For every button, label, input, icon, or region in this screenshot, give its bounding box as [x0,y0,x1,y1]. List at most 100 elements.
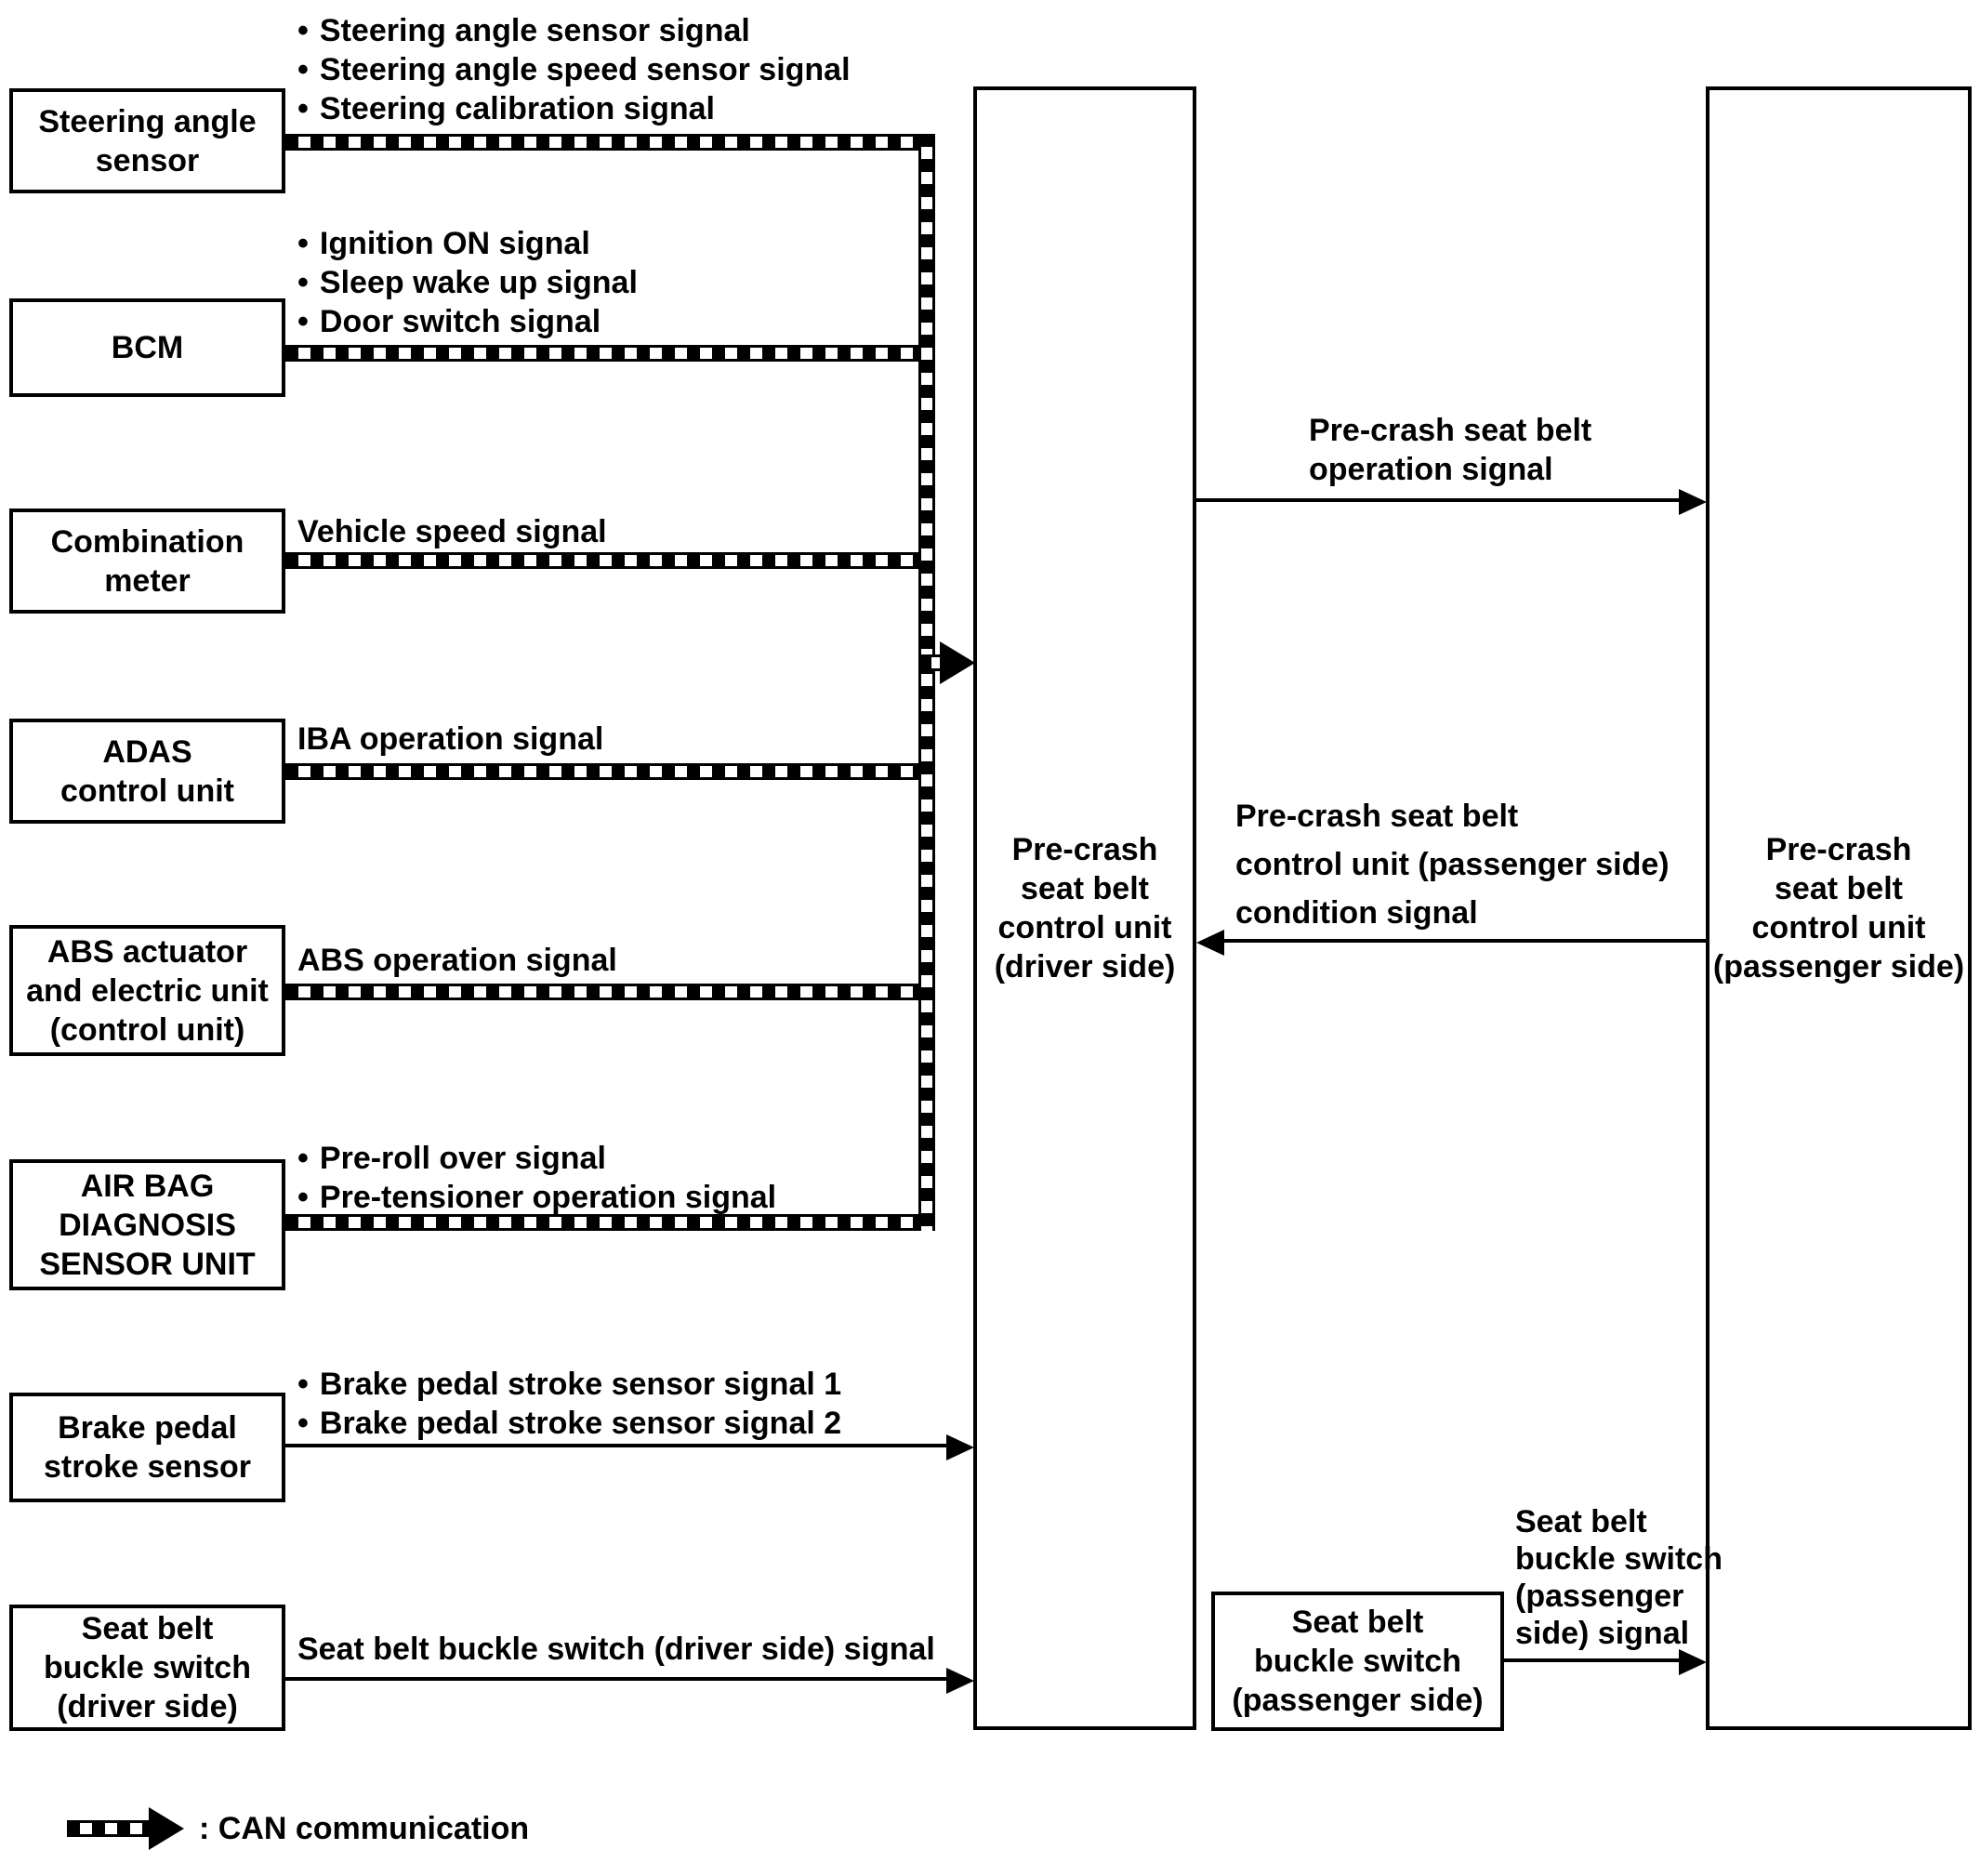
signal-text: side) signal [1515,1616,1690,1651]
bullet-icon: • [297,1141,309,1176]
node-abs-actuator: ABS actuator and electric unit (control … [9,925,285,1056]
node-label: Pre-crash [1765,832,1912,867]
node-seat-belt-buckle-switch-passenger: Seat belt buckle switch (passenger side) [1211,1592,1504,1731]
node-label: control unit [60,773,234,809]
bullet-icon: • [297,265,309,300]
signal-list-airbag: • Pre-roll over signal • Pre-tensioner o… [297,1139,776,1217]
signal-condition: Pre-crash seat belt control unit (passen… [1235,792,1670,937]
signal-text: control unit (passenger side) [1235,847,1670,882]
node-label: (driver side) [57,1689,238,1724]
can-line-airbag [285,1214,935,1231]
signal-item: • Pre-roll over signal [297,1139,776,1178]
signal-text: Door switch signal [319,304,601,339]
bullet-icon: • [297,1180,309,1215]
node-label: buckle switch [1254,1644,1461,1679]
node-label: seat belt [1775,871,1903,906]
signal-text: Steering angle speed sensor signal [319,52,851,87]
signal-item: • Steering calibration signal [297,89,851,128]
bullet-icon: • [297,1406,309,1441]
line-brake-signal [285,1444,949,1447]
signal-list-bcm: • Ignition ON signal • Sleep wake up sig… [297,224,638,341]
signal-list-steering: • Steering angle sensor signal • Steerin… [297,11,851,128]
node-label: Steering angle [38,103,257,139]
signal-text: (passenger [1515,1579,1684,1614]
signal-text: operation signal [1309,452,1553,487]
signal-text: Brake pedal stroke sensor signal 1 [319,1367,842,1402]
node-combination-meter: Combination meter [9,509,285,614]
arrowhead-icon [1679,489,1707,515]
can-line-bcm [285,345,935,362]
signal-item: • Door switch signal [297,302,638,341]
signal-seat-belt-driver: Seat belt buckle switch (driver side) si… [297,1632,935,1667]
node-label: (driver side) [994,949,1176,984]
legend-label: : CAN communication [199,1811,530,1846]
node-label: (passenger side) [1232,1683,1484,1718]
signal-item: • Pre-tensioner operation signal [297,1178,776,1217]
node-label: Pre-crash [1011,832,1158,867]
node-brake-pedal-stroke-sensor: Brake pedal stroke sensor [9,1393,285,1502]
signal-text: Pre-tensioner operation signal [319,1180,777,1215]
line-seat-belt-driver-signal [285,1677,949,1681]
node-label: ABS actuator [46,933,248,970]
node-label: seat belt [1021,871,1149,906]
node-label: stroke sensor [44,1449,251,1485]
line-condition-signal [1221,939,1706,943]
signal-abs: ABS operation signal [297,943,617,978]
legend-can-line-icon [67,1820,151,1837]
node-label: (control unit) [49,1011,245,1048]
node-air-bag-diagnosis-sensor-unit: AIR BAG DIAGNOSIS SENSOR UNIT [9,1159,285,1290]
node-label: control unit [1751,910,1926,945]
node-label: and electric unit [26,972,269,1009]
node-label: (passenger side) [1712,949,1965,984]
arrowhead-icon [946,1434,974,1460]
node-label: AIR BAG [80,1168,215,1204]
bullet-icon: • [297,13,309,48]
node-seat-belt-buckle-switch-driver: Seat belt buckle switch (driver side) [9,1605,285,1731]
signal-item: • Brake pedal stroke sensor signal 2 [297,1404,841,1443]
signal-text: Brake pedal stroke sensor signal 2 [319,1406,842,1441]
node-label: buckle switch [44,1650,251,1685]
arrowhead-icon [1196,930,1224,956]
bullet-icon: • [297,91,309,126]
signal-item: • Steering angle speed sensor signal [297,50,851,89]
bullet-icon: • [297,1367,309,1402]
can-bus-vertical [918,134,935,1231]
node-label: control unit [997,910,1172,945]
legend-can-arrowhead-icon [149,1807,184,1850]
node-label: ADAS [102,733,192,770]
signal-item: • Brake pedal stroke sensor signal 1 [297,1365,841,1404]
signal-text: Pre-roll over signal [319,1141,606,1176]
node-label: meter [104,562,191,599]
arrowhead-icon [946,1668,974,1694]
can-line-vehicle-speed [285,552,935,569]
signal-text: condition signal [1235,895,1478,931]
signal-item: • Steering angle sensor signal [297,11,851,50]
signal-iba: IBA operation signal [297,721,604,757]
node-label: Seat belt [81,1611,214,1646]
signal-text: buckle switch [1515,1541,1723,1577]
can-arrowhead-icon [940,641,975,684]
node-label: Brake pedal [58,1410,237,1446]
can-line-steering [285,134,935,151]
signal-text: Seat belt [1515,1504,1647,1539]
line-seat-belt-passenger-signal [1504,1658,1682,1662]
signal-seat-belt-passenger: Seat belt buckle switch (passenger side)… [1515,1503,1723,1652]
node-precrash-control-unit-driver: Pre-crash seat belt control unit (driver… [973,86,1196,1730]
signal-text: Steering calibration signal [319,91,716,126]
node-label: Combination [50,523,244,560]
node-adas-control-unit: ADAS control unit [9,719,285,824]
signal-vehicle-speed: Vehicle speed signal [297,514,607,549]
signal-operation: Pre-crash seat belt operation signal [1309,411,1591,489]
signal-text: Ignition ON signal [319,226,590,261]
bullet-icon: • [297,226,309,261]
node-label: SENSOR UNIT [39,1246,256,1282]
signal-text: Sleep wake up signal [319,265,638,300]
node-label: DIAGNOSIS [59,1207,236,1243]
can-line-iba [285,763,935,780]
node-precrash-control-unit-passenger: Pre-crash seat belt control unit (passen… [1706,86,1972,1730]
can-stub-to-driver-unit [918,654,944,671]
bullet-icon: • [297,304,309,339]
signal-text: Pre-crash seat belt [1235,799,1519,834]
signal-item: • Ignition ON signal [297,224,638,263]
